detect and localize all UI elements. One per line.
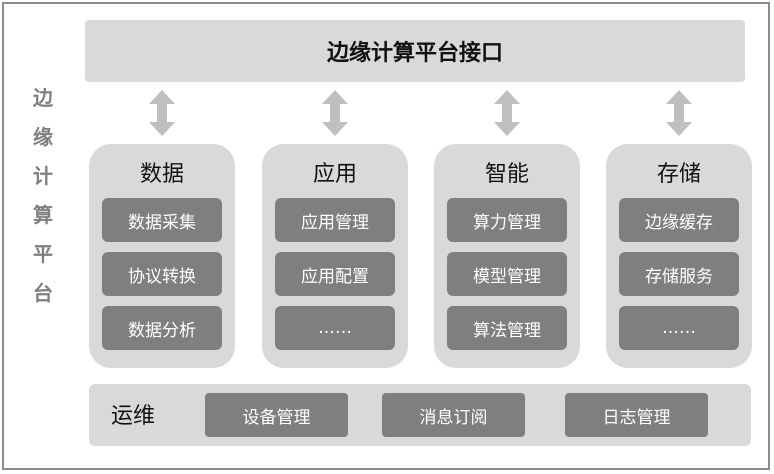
module-item: 协议转换 bbox=[102, 252, 222, 296]
ops-label: 运维 bbox=[111, 404, 156, 429]
side-title-char: 缘 bbox=[33, 125, 53, 149]
module-column-storage: 存储 边缘缓存 存储服务 …… bbox=[606, 144, 752, 368]
bidirectional-arrow-icon bbox=[666, 90, 692, 136]
side-title-char: 台 bbox=[33, 281, 53, 305]
module-item: 算力管理 bbox=[447, 198, 567, 242]
side-title-char: 计 bbox=[33, 164, 53, 188]
module-item: …… bbox=[619, 306, 739, 350]
interface-bar: 边缘计算平台接口 bbox=[85, 20, 745, 82]
module-column-application: 应用 应用管理 应用配置 …… bbox=[262, 144, 408, 368]
side-title: 边 缘 计 算 平 台 bbox=[28, 82, 58, 316]
bidirectional-arrow-icon bbox=[322, 90, 348, 136]
module-item: 边缘缓存 bbox=[619, 198, 739, 242]
side-title-char: 边 bbox=[33, 86, 53, 110]
ops-item: 消息订阅 bbox=[382, 393, 525, 437]
column-title: 应用 bbox=[312, 162, 357, 187]
module-column-intelligence: 智能 算力管理 模型管理 算法管理 bbox=[434, 144, 580, 368]
module-item: 数据采集 bbox=[102, 198, 222, 242]
ops-item: 日志管理 bbox=[565, 393, 708, 437]
column-title: 数据 bbox=[139, 162, 184, 187]
module-column-data: 数据 数据采集 协议转换 数据分析 bbox=[89, 144, 235, 368]
bidirectional-arrow-icon bbox=[494, 90, 520, 136]
module-item: 数据分析 bbox=[102, 306, 222, 350]
module-item: 存储服务 bbox=[619, 252, 739, 296]
column-title: 智能 bbox=[484, 162, 529, 187]
module-item: 应用管理 bbox=[275, 198, 395, 242]
side-title-char: 算 bbox=[33, 203, 53, 227]
module-item: 应用配置 bbox=[275, 252, 395, 296]
column-title: 存储 bbox=[656, 162, 701, 187]
ops-item: 设备管理 bbox=[205, 393, 348, 437]
module-item: 模型管理 bbox=[447, 252, 567, 296]
side-title-char: 平 bbox=[33, 242, 53, 266]
module-item: 算法管理 bbox=[447, 306, 567, 350]
ops-bar: 运维 设备管理 消息订阅 日志管理 bbox=[89, 384, 751, 446]
module-item: …… bbox=[275, 306, 395, 350]
bidirectional-arrow-icon bbox=[149, 90, 175, 136]
